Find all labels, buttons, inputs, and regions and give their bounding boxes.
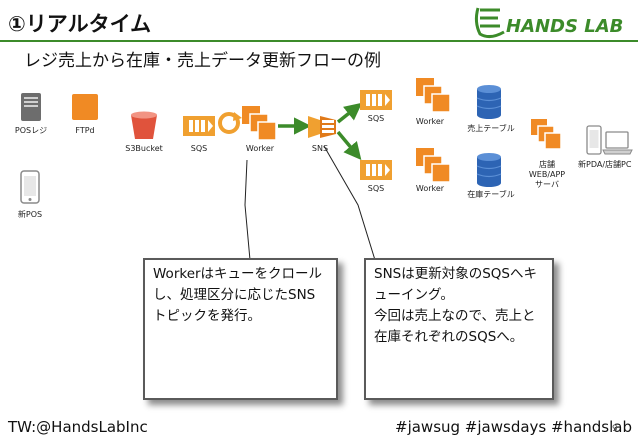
footer-twitter: TW:@HandsLabInc: [8, 418, 148, 436]
sqs-stock-label: SQS: [367, 184, 385, 193]
store-server-label: 店舗 WEB/APP サーバ: [528, 160, 566, 189]
slide-title: ①リアルタイム: [8, 12, 152, 36]
new-pda-label: 新PDA/店舗PC: [578, 160, 632, 169]
store-server-icon: [530, 118, 564, 156]
ftpd-label: FTPd: [75, 126, 95, 135]
callout-pointer-sns: [323, 145, 376, 261]
page-number: 9: [612, 424, 618, 434]
title-underline: [0, 40, 638, 42]
worker-main-label: Worker: [245, 144, 275, 153]
arrow-sns-to-sqs-stock: [336, 130, 362, 161]
stock-table-label: 在庫テーブル: [467, 190, 515, 199]
worker-stock-label: Worker: [415, 184, 445, 193]
footer-hashtags: #jawsug #jawsdays #handslab: [395, 418, 632, 436]
pos-register-icon: [20, 92, 42, 126]
sns-callout: SNSは更新対象のSQSへキューイング。 今回は売上なので、売上と在庫それぞれの…: [364, 258, 554, 400]
sales-table-db-icon: [476, 84, 502, 124]
arrow-sns-to-sqs-sales: [336, 102, 363, 124]
sales-table-label: 売上テーブル: [467, 124, 515, 133]
worker-stock-icon: [414, 146, 454, 190]
sns-callout-text: SNSは更新対象のSQSへキューイング。 今回は売上なので、売上と在庫それぞれの…: [374, 266, 538, 345]
s3-bucket-icon: [130, 111, 158, 145]
slide-subtitle: レジ売上から在庫・売上データ更新フローの例: [24, 51, 381, 71]
worker-sales-label: Worker: [415, 117, 445, 126]
pos-register-label: POSレジ: [14, 126, 48, 135]
worker-sales-icon: [414, 76, 454, 120]
ftpd-icon: [72, 94, 98, 124]
worker-callout: Workerはキューをクロールし、処理区分に応じたSNSトピックを発行。: [143, 258, 338, 400]
sqs-sales-label: SQS: [367, 114, 385, 123]
sns-label: SNS: [311, 144, 329, 153]
hands-lab-logo: HANDS LAB: [470, 2, 634, 44]
logo-text: HANDS LAB: [506, 16, 623, 37]
stock-table-db-icon: [476, 152, 502, 192]
sns-icon: [306, 112, 338, 146]
sqs-sales-icon: [360, 90, 392, 114]
s3-bucket-label: S3Bucket: [125, 144, 163, 153]
new-pos-icon: [20, 170, 40, 208]
worker-callout-text: Workerはキューをクロールし、処理区分に応じたSNSトピックを発行。: [153, 266, 323, 324]
new-pos-label: 新POS: [17, 210, 43, 219]
sqs-main-label: SQS: [190, 144, 208, 153]
sqs-stock-icon: [360, 160, 392, 184]
refresh-icon: [216, 110, 242, 140]
sqs-main-icon: [183, 116, 215, 140]
new-pda-icon: [586, 124, 636, 162]
callout-pointer-worker: [244, 159, 251, 261]
worker-main-icon: [240, 104, 280, 148]
